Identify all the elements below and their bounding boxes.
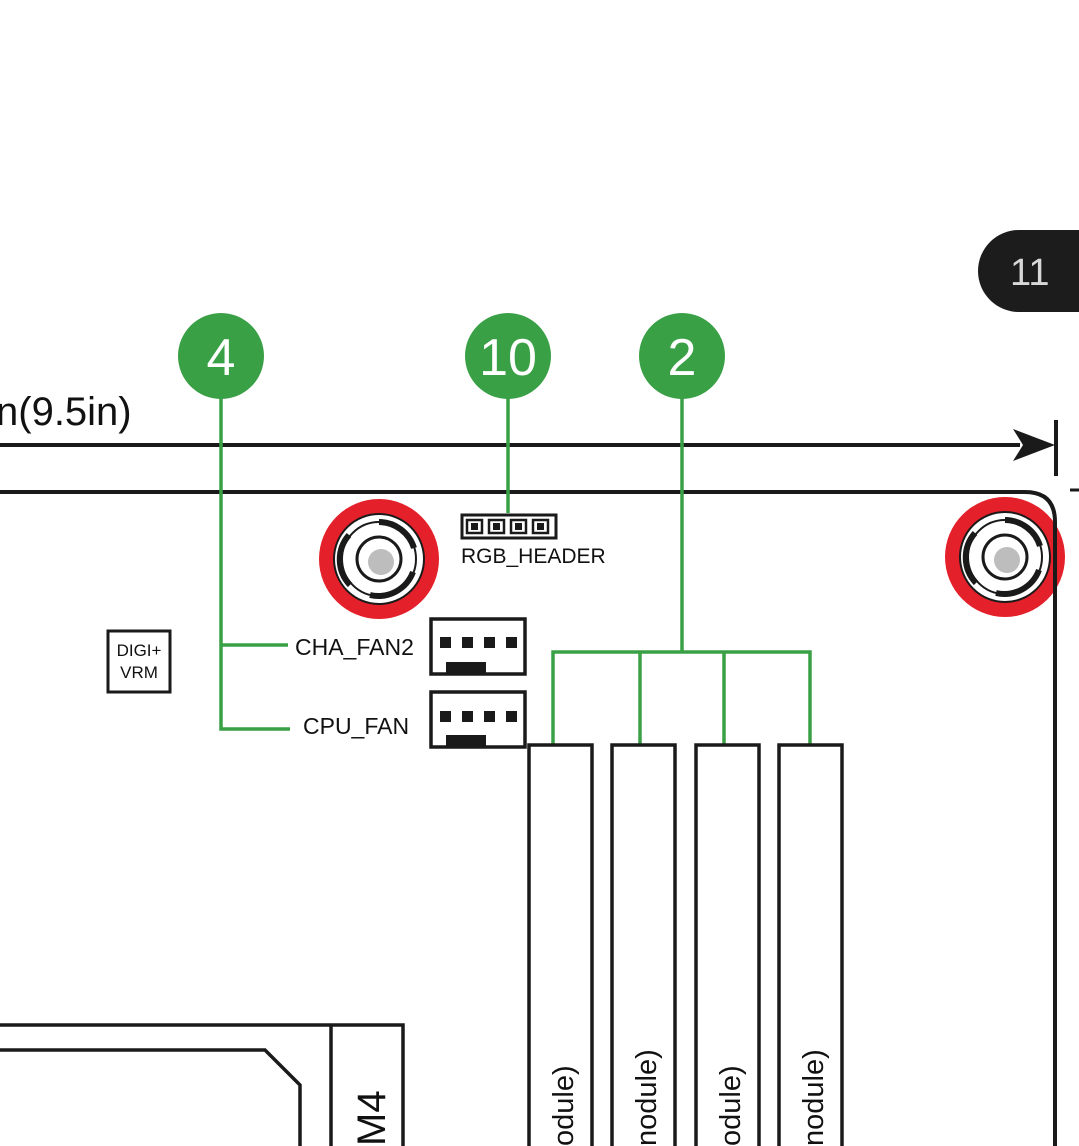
- dimm-label-a: odule): [548, 1065, 580, 1146]
- page-number-tab: 11: [978, 230, 1079, 312]
- rgb-header-connector: [460, 513, 558, 540]
- page-number: 11: [1010, 252, 1050, 294]
- dimm-slot-c: [694, 743, 761, 1146]
- cpu-fan-label: CPU_FAN: [303, 713, 409, 739]
- dimm-label-b: nodule): [631, 1049, 663, 1146]
- digi-vrm-label-line1: DIGI+: [117, 641, 162, 660]
- mounting-hole-icon: [945, 497, 1065, 617]
- callout-badge-2: 2: [639, 313, 725, 399]
- callout-number: 4: [207, 329, 236, 387]
- digi-vrm-chip: [106, 629, 172, 694]
- socket-label: M4: [350, 1090, 394, 1146]
- leader-4-cpu-fan: [219, 395, 290, 731]
- dimm-slot-a: [527, 743, 594, 1146]
- dimension-label: n(9.5in): [0, 390, 132, 434]
- dimm-slots: [527, 743, 844, 1146]
- callout-badge-4: 4: [178, 313, 264, 399]
- callout-badge-10: 10: [465, 313, 551, 399]
- cha-fan2-label: CHA_FAN2: [295, 634, 414, 660]
- digi-vrm-label-line2: VRM: [120, 663, 158, 682]
- rgb-header-label: RGB_HEADER: [461, 545, 606, 568]
- cpu-socket-outline: [0, 1023, 405, 1146]
- dimm-label-c: odule): [715, 1065, 747, 1146]
- mounting-hole-icon: [319, 499, 439, 619]
- leader-2-bus: [551, 650, 812, 745]
- cha-fan2-connector: [429, 617, 527, 676]
- callout-leaders: [219, 395, 812, 745]
- socket-outer-edge: [0, 1023, 405, 1146]
- dimm-label-d: nodule): [798, 1049, 830, 1146]
- dimm-slot-b: [610, 743, 677, 1146]
- callout-number: 2: [668, 329, 697, 387]
- dimm-slot-d: [777, 743, 844, 1146]
- callout-number: 10: [479, 329, 537, 387]
- dimension-arrowhead: [1013, 429, 1055, 461]
- cpu-fan-connector: [429, 690, 527, 749]
- board-outline: [0, 490, 1057, 1146]
- socket-inner-edge: [0, 1048, 302, 1146]
